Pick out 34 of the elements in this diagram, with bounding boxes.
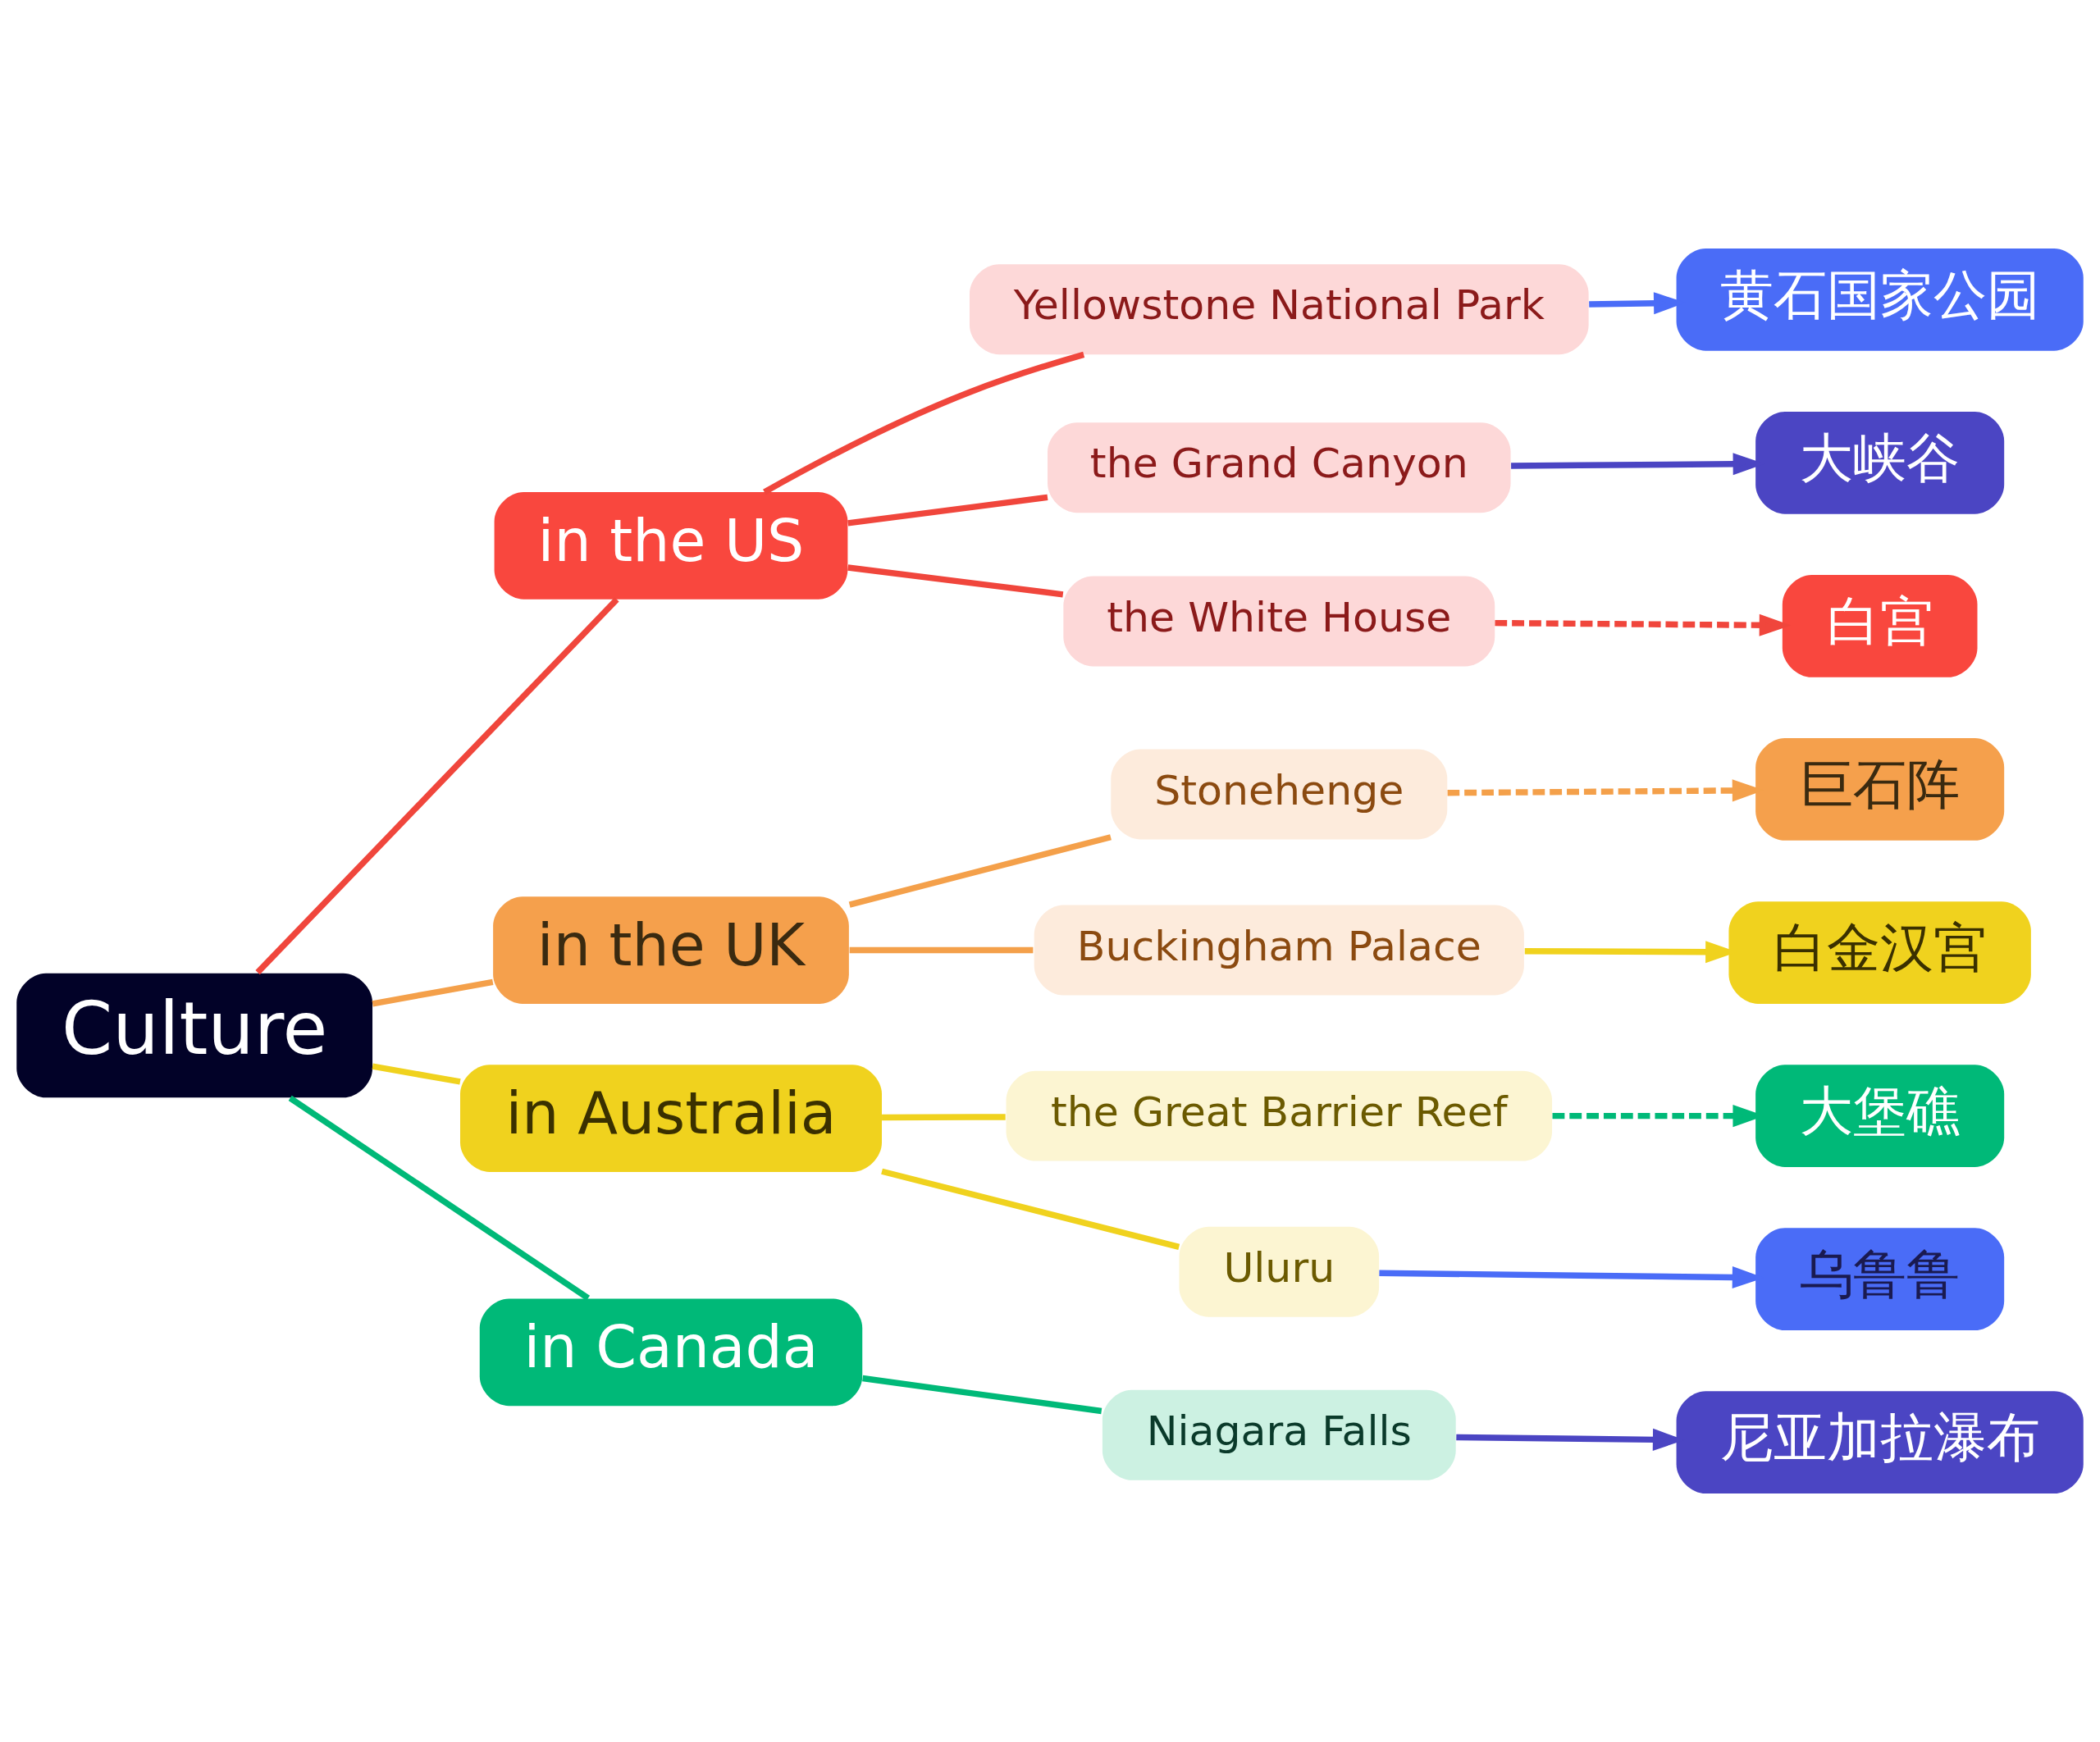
node-box: 尼亚加拉瀑布 [1676,1391,2084,1494]
node-box: 巨石阵 [1755,738,2005,841]
connector [372,1063,461,1085]
node-box: in the US [494,492,848,600]
connector [288,1095,591,1301]
arrow [1495,613,1792,636]
node-box: Yellowstone National Park [969,264,1589,355]
connector [848,834,1112,908]
connector [847,494,1048,527]
connector [882,1114,1006,1121]
node-box: 大峡谷 [1755,411,2005,514]
node-box: Culture [16,973,373,1098]
node-box: 白宫 [1782,575,1978,677]
connector [372,978,494,1007]
node-box: 白金汉宫 [1728,901,2031,1004]
node-box: 大堡礁 [1755,1065,2005,1167]
node-box: in Canada [479,1298,863,1407]
connector [849,946,1034,954]
node-box: the Great Barrier Reef [1006,1070,1553,1161]
node-box: in the UK [493,896,849,1004]
node-box: Buckingham Palace [1034,905,1524,996]
connector [847,564,1064,598]
node-box: the White House [1063,576,1495,667]
node-box: the Grand Canyon [1048,422,1511,513]
node-box: Niagara Falls [1102,1389,1456,1480]
connector [862,1375,1102,1415]
node-box: 乌鲁鲁 [1755,1228,2005,1331]
connector [881,1168,1180,1251]
node-box: in Australia [460,1065,882,1172]
node-box: Uluru [1179,1226,1380,1317]
connector [255,597,619,975]
node-box: Stonehenge [1111,749,1448,840]
node-box: 黄石国家公园 [1676,248,2084,351]
connector [763,351,1085,495]
